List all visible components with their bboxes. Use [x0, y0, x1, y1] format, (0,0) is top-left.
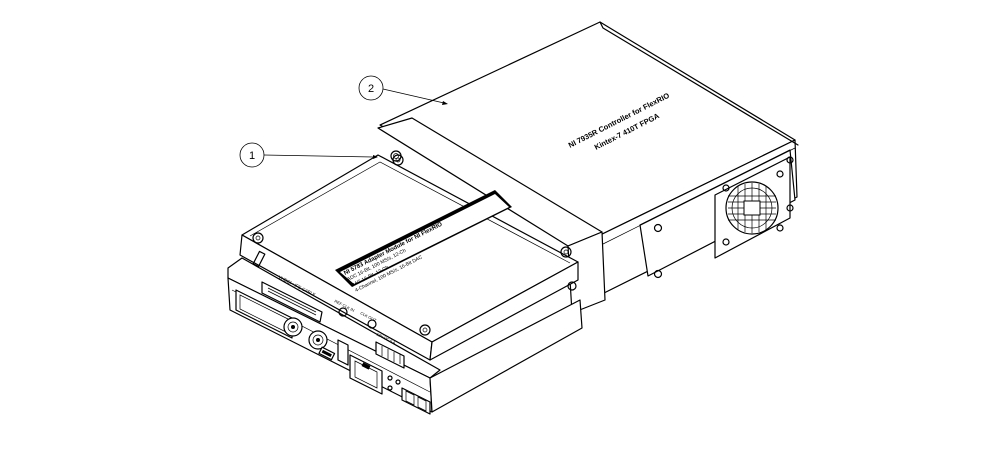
- base-screw: [567, 281, 577, 291]
- balloon-2: 2: [358, 75, 448, 105]
- usb-port: [318, 346, 336, 361]
- controller-screws: [653, 156, 794, 279]
- ethernet-port: [337, 339, 383, 395]
- status-leds: [387, 375, 401, 391]
- adapter-label-plate: NI 5783 Adapter Module for NI FlexRIO AD…: [335, 190, 512, 294]
- balloon-1-number: 1: [249, 150, 255, 162]
- sfp-ports: [401, 387, 431, 415]
- clamp-band: [377, 117, 606, 314]
- fan-grille: [714, 156, 791, 259]
- balloon-1: 1: [239, 142, 378, 168]
- balloon-2-number: 2: [368, 83, 374, 95]
